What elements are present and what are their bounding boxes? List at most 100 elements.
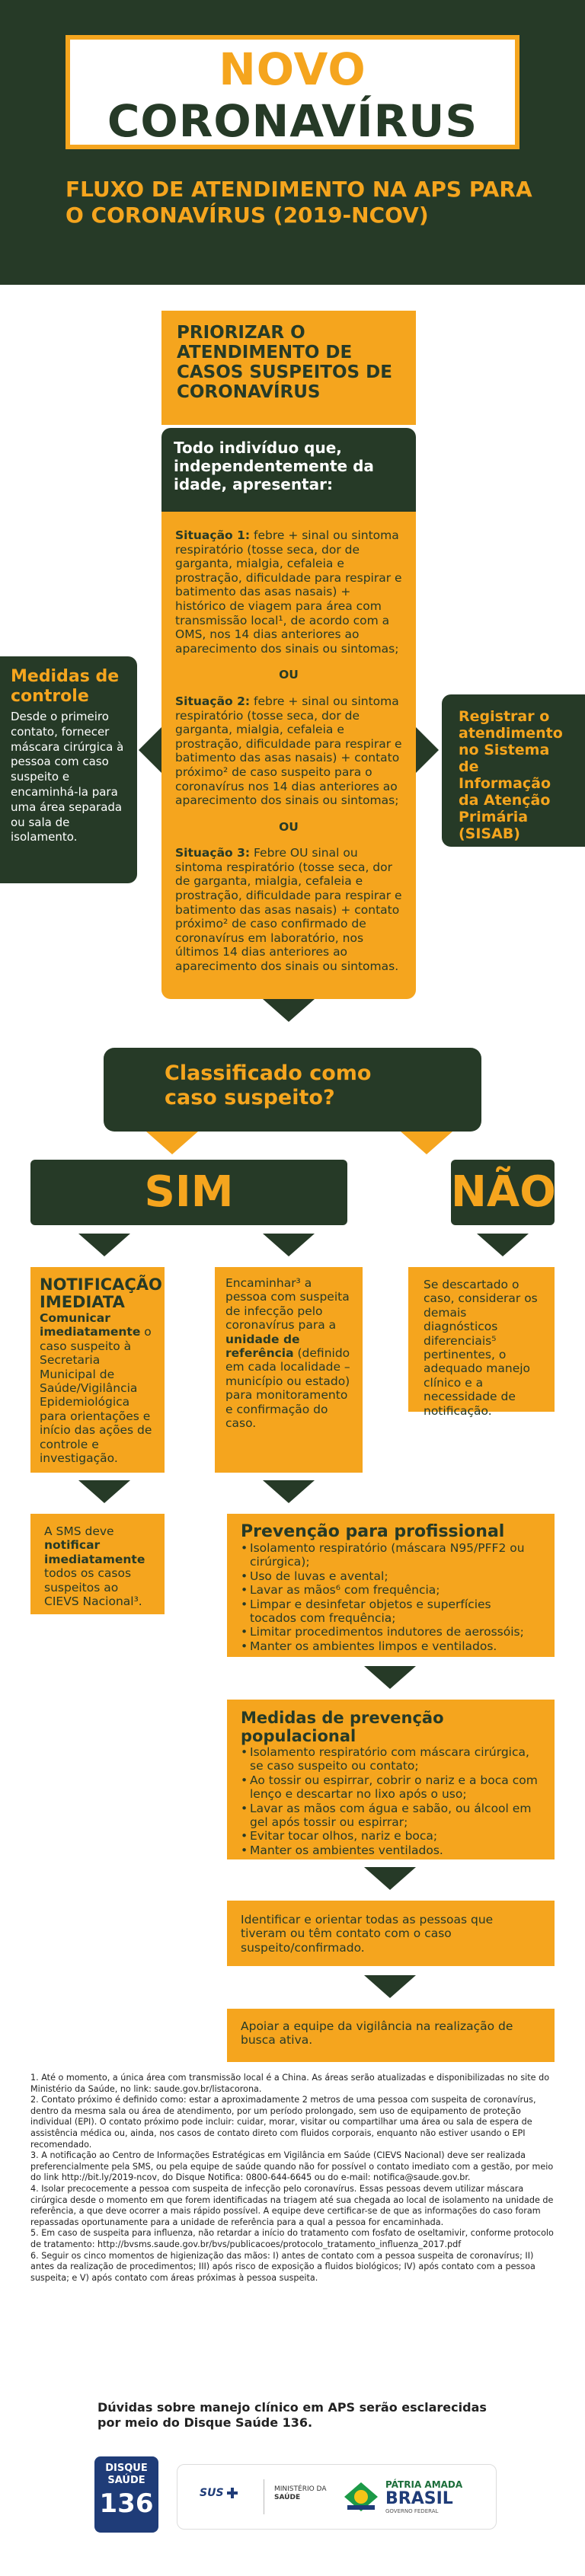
arrow-left	[139, 727, 161, 773]
arrow-down-identify	[364, 1867, 416, 1890]
professional-prevention-item: Limitar procedimentos indutores de aeros…	[241, 1625, 541, 1639]
professional-prevention-list: Isolamento respiratório (máscara N95/PFF…	[241, 1541, 541, 1654]
arrow-down-forward	[263, 1234, 315, 1256]
brasil-flag-icon	[341, 2479, 381, 2514]
discarded-box: Se descartado o caso, considerar os dema…	[408, 1267, 555, 1418]
professional-prevention-box: Prevenção para profissional Isolamento r…	[227, 1514, 555, 1657]
population-prevention-item: Lavar as mãos com água e sabão, ou álcoo…	[241, 1802, 541, 1830]
yes-label: SIM	[144, 1167, 234, 1217]
priority-text: PRIORIZAR O ATENDIMENTO DE CASOS SUSPEIT…	[177, 323, 392, 402]
population-prevention-list: Isolamento respiratório com máscara cirú…	[241, 1745, 541, 1858]
ministry-line-1: MINISTÉRIO DA	[274, 2485, 327, 2493]
priority-box: PRIORIZAR O ATENDIMENTO DE CASOS SUSPEIT…	[161, 311, 416, 425]
arrow-down-pop	[364, 1666, 416, 1689]
ministry-logo: MINISTÉRIO DA SAÚDE	[274, 2485, 326, 2502]
classified-text: Classificado como caso suspeito?	[165, 1061, 372, 1109]
professional-prevention-title: Prevenção para profissional	[241, 1522, 505, 1541]
footnote: 4. Isolar precocemente a pessoa com susp…	[30, 2183, 554, 2227]
situation-3-label: Situação 3:	[175, 846, 251, 860]
arrow-down-sms	[78, 1480, 130, 1503]
or-separator-2: OU	[279, 819, 299, 834]
arrow-down-classified	[263, 999, 315, 1022]
situation-3-text: Febre OU sinal ou sintoma respiratório (…	[175, 846, 402, 974]
yes-box: SIM	[30, 1160, 347, 1225]
control-title: Medidas de controle	[11, 667, 120, 706]
everyone-box: Todo indivíduo que, independentemente da…	[161, 428, 416, 512]
no-box: NÃO	[451, 1160, 556, 1225]
sms-text-1: A SMS deve	[44, 1524, 114, 1538]
arrow-to-no	[401, 1132, 452, 1154]
population-prevention-item: Isolamento respiratório com máscara cirú…	[241, 1745, 541, 1773]
patria-text: PÁTRIA AMADA	[385, 2479, 463, 2490]
situation-1-label: Situação 1:	[175, 528, 251, 542]
doubts-text: Dúvidas sobre manejo clínico em APS serã…	[98, 2400, 487, 2430]
arrow-down-support	[364, 1975, 416, 1998]
forward-box: Encaminhar³ a pessoa com suspeita de inf…	[215, 1267, 363, 1473]
disque-line-2: SAÚDE	[107, 2475, 145, 2486]
title-line-2: CORONAVÍRUS	[107, 95, 478, 147]
sus-logo: SUS	[200, 2487, 238, 2499]
footnote: 3. A notificação ao Centro de Informaçõe…	[30, 2150, 554, 2183]
discarded-text: Se descartado o caso, considerar os dema…	[424, 1278, 538, 1418]
identify-text: Identificar e orientar todas as pessoas …	[241, 1913, 494, 1955]
footnote: 6. Seguir os cinco momentos de higieniza…	[30, 2250, 535, 2283]
register-text: Registrar o atendimento no Sistema de In…	[459, 708, 563, 842]
population-prevention-box: Medidas de prevenção populacional Isolam…	[227, 1700, 555, 1859]
ministry-line-2: SAÚDE	[274, 2494, 301, 2501]
support-text: Apoiar a equipe da vigilância na realiza…	[241, 2019, 513, 2048]
footnote: 5. Em caso de suspeita para influenza, n…	[30, 2228, 554, 2249]
everyone-text: Todo indivíduo que, independentemente da…	[174, 439, 374, 493]
page-subtitle: FLUXO DE ATENDIMENTO NA APS PARA O CORON…	[66, 177, 532, 228]
disque-number: 136	[99, 2488, 154, 2519]
arrow-down-prof	[263, 1480, 315, 1503]
arrow-down-notif	[78, 1234, 130, 1256]
gov-text: GOVERNO FEDERAL	[385, 2508, 439, 2514]
partner-logos-strip	[177, 2464, 497, 2530]
professional-prevention-item: Limpar e desinfetar objetos e superfície…	[241, 1598, 541, 1626]
professional-prevention-item: Lavar as mãos⁶ com frequência;	[241, 1583, 541, 1598]
control-box: Medidas de controle Desde o primeiro con…	[0, 656, 137, 883]
plus-icon	[227, 2488, 238, 2498]
population-prevention-item: Ao tossir ou espirrar, cobrir o nariz e …	[241, 1773, 541, 1802]
population-prevention-title: Medidas de prevenção populacional	[241, 1709, 444, 1745]
register-box: Registrar o atendimento no Sistema de In…	[442, 694, 585, 847]
no-label: NÃO	[451, 1167, 556, 1217]
population-prevention-item: Evitar tocar olhos, nariz e boca;	[241, 1829, 541, 1843]
title-box: NOVO CORONAVÍRUS	[66, 35, 519, 149]
title-line-1: NOVO	[219, 43, 366, 95]
forward-bold: unidade de referência	[225, 1332, 300, 1361]
government-logo: PÁTRIA AMADA BRASIL GOVERNO FEDERAL	[385, 2479, 462, 2515]
footnotes: 1. Até o momento, a única área com trans…	[30, 2073, 556, 2284]
forward-text-2: (definido em cada localidade – município…	[225, 1346, 350, 1431]
situations-box: Situação 1: febre + sinal ou sintoma res…	[161, 512, 416, 999]
situation-1-text: febre + sinal ou sintoma respiratório (t…	[175, 528, 402, 656]
arrow-to-yes	[146, 1132, 198, 1154]
sus-text: SUS	[200, 2487, 224, 2499]
support-box: Apoiar a equipe da vigilância na realiza…	[227, 2009, 555, 2062]
notification-title: NOTIFICAÇÃO IMEDIATA	[40, 1275, 162, 1311]
professional-prevention-item: Manter os ambientes limpos e ventilados.	[241, 1639, 541, 1654]
professional-prevention-item: Uso de luvas e avental;	[241, 1569, 541, 1584]
arrow-down-discarded	[477, 1234, 529, 1256]
or-separator-1: OU	[279, 668, 299, 682]
disque-line-1: DISQUE	[105, 2463, 148, 2474]
arrow-right	[416, 727, 439, 773]
control-text: Desde o primeiro contato, fornecer másca…	[11, 710, 124, 844]
notification-box: NOTIFICAÇÃO IMEDIATA Comunicar imediatam…	[30, 1267, 165, 1473]
forward-text-1: Encaminhar³ a pessoa com suspeita de inf…	[225, 1276, 350, 1333]
sms-bold: notificar imediatamente	[44, 1538, 145, 1566]
sms-box: A SMS deve notificar imediatamente todos…	[30, 1514, 165, 1614]
situation-2-text: febre + sinal ou sintoma respiratório (t…	[175, 694, 402, 808]
notification-text: o caso suspeito à Secretaria Municipal d…	[40, 1325, 152, 1466]
professional-prevention-item: Isolamento respiratório (máscara N95/PFF…	[241, 1541, 541, 1569]
footnote: 2. Contato próximo é definido como: esta…	[30, 2095, 536, 2150]
identify-box: Identificar e orientar todas as pessoas …	[227, 1901, 555, 1966]
sms-text-2: todos os casos suspeitos ao CIEVS Nacion…	[44, 1566, 142, 1609]
classified-box: Classificado como caso suspeito?	[104, 1048, 481, 1132]
situation-2-label: Situação 2:	[175, 694, 251, 708]
population-prevention-item: Manter os ambientes ventilados.	[241, 1843, 541, 1858]
footnote: 1. Até o momento, a única área com trans…	[30, 2073, 550, 2094]
brasil-text: BRASIL	[385, 2489, 453, 2508]
notification-bold: Comunicar imediatamente	[40, 1311, 141, 1339]
disque-saude-logo: DISQUE SAÚDE 136	[94, 2456, 158, 2533]
